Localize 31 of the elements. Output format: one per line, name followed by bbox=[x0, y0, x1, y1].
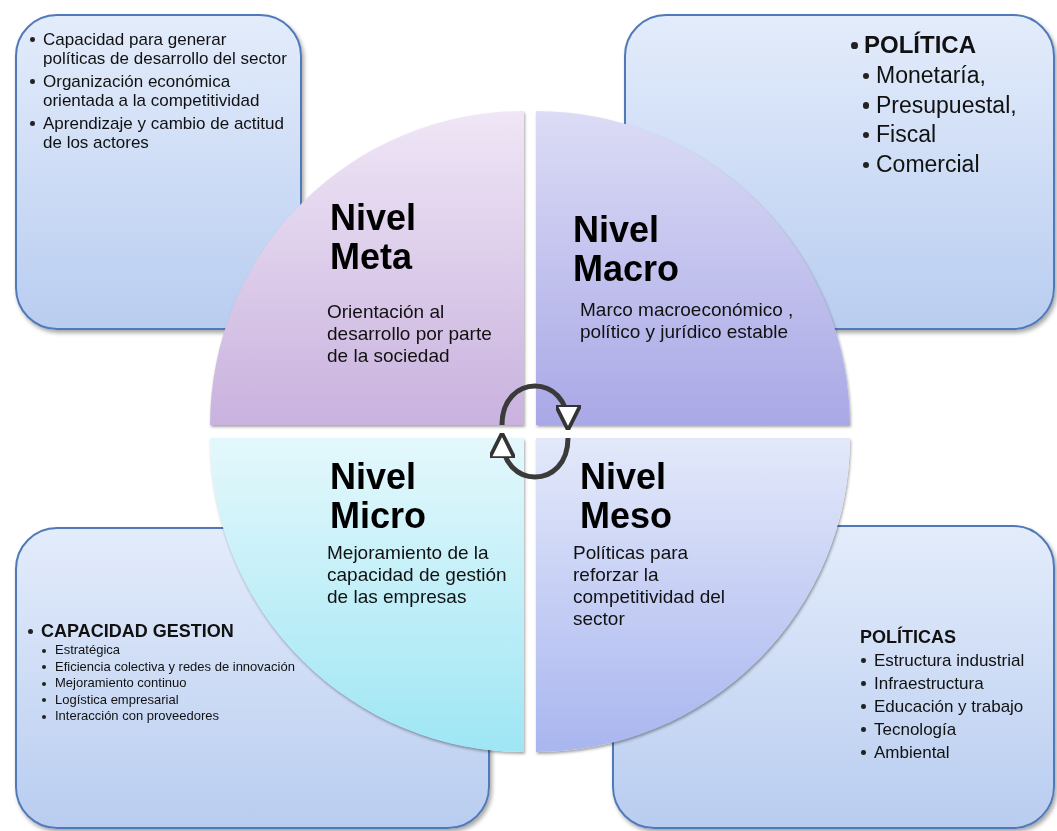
list-item: Fiscal bbox=[876, 121, 937, 148]
text-card bbox=[15, 14, 302, 330]
level-description: Mejoramiento de la capacidad de gestión de las empresas bbox=[327, 542, 508, 608]
level-description: Orientación al desarrollo por parte de la sociedad bbox=[327, 301, 492, 367]
list-heading: POLÍTICAS bbox=[860, 627, 956, 647]
list-item: Monetaría, bbox=[876, 61, 986, 88]
cycle-arrow bbox=[489, 431, 571, 480]
list-item: Mejoramiento continuo bbox=[55, 675, 187, 691]
level-title: Nivel Meso bbox=[580, 458, 674, 536]
list-heading: POLÍTICA bbox=[864, 31, 976, 58]
list-heading: CAPACIDAD GESTION bbox=[41, 621, 234, 641]
list-item: Estructura industrial bbox=[874, 651, 1025, 671]
list-item: Logística empresarial bbox=[55, 691, 179, 707]
list-item: Eficiencia colectiva y redes de innovación bbox=[55, 658, 295, 674]
level-description: Marco macroeconómico , político y jurídico estable bbox=[580, 299, 795, 343]
level-description: Políticas para reforzar la competitividad del sector bbox=[573, 542, 727, 630]
list-item: Tecnología bbox=[874, 720, 957, 740]
cycle-arrow bbox=[499, 383, 581, 432]
level-title: Nivel Meta bbox=[330, 199, 418, 277]
level-title: Nivel Micro bbox=[330, 458, 427, 536]
level-title: Nivel Macro bbox=[573, 211, 681, 289]
list-item: Capacidad para generar políticas de desarrollo del sector bbox=[43, 30, 287, 69]
list-item: Interacción con proveedores bbox=[55, 708, 220, 724]
list-item: Ambiental bbox=[874, 743, 950, 763]
list-item: Estratégica bbox=[55, 642, 121, 658]
list-item: Educación y trabajo bbox=[874, 697, 1024, 717]
list-item: Organización económica orientada a la competitividad bbox=[43, 72, 260, 111]
list-item: Infraestructura bbox=[874, 674, 984, 694]
list-item: Presupuestal, bbox=[876, 91, 1017, 118]
list-item: Comercial bbox=[876, 151, 980, 178]
list-item: Aprendizaje y cambio de actitud de los actores bbox=[43, 114, 284, 153]
